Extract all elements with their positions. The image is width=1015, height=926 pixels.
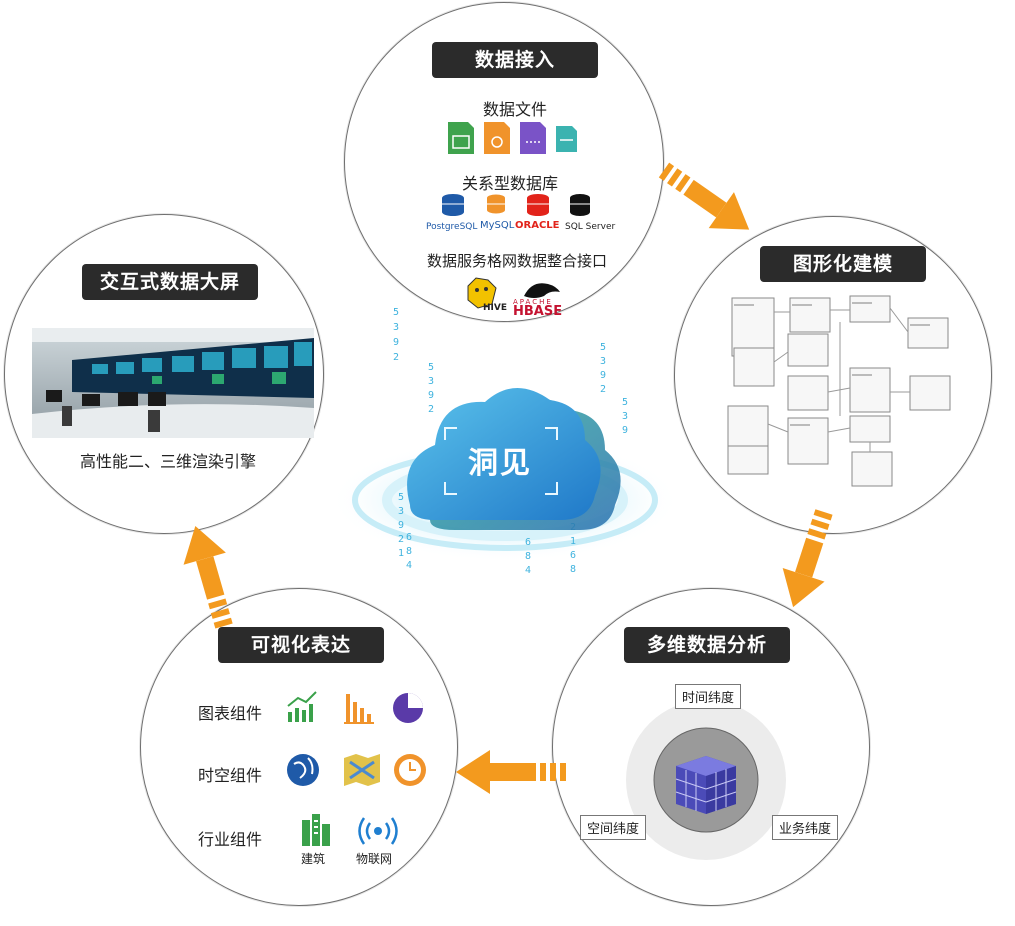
svg-text:8: 8 (406, 546, 412, 557)
spatial-components-label: 时空组件 (198, 766, 263, 785)
svg-text:5: 5 (428, 362, 434, 373)
time-dimension-label: 时间纬度 (675, 684, 742, 709)
data-cube-icon (675, 756, 737, 814)
svg-text:6: 6 (406, 532, 412, 543)
postgresql-db-icon (442, 194, 464, 216)
svg-text:1: 1 (570, 536, 576, 547)
svg-text:6: 6 (525, 537, 531, 548)
mysql-db-icon (487, 194, 505, 214)
building-icon (302, 814, 330, 846)
cube-diagram (626, 700, 786, 860)
iot-signal-icon (358, 817, 398, 845)
svg-text:9: 9 (428, 390, 434, 401)
relational-db-label: 关系型数据库 (461, 174, 558, 193)
chart-file-icon (484, 122, 510, 154)
sqlserver-db-icon (570, 194, 590, 216)
hbase-orca-icon (524, 283, 560, 298)
document-file-icon (520, 122, 546, 154)
svg-text:4: 4 (525, 565, 531, 576)
chart-components-label: 图表组件 (198, 704, 263, 723)
svg-text:5: 5 (622, 397, 628, 408)
spatial-component-icons (287, 754, 426, 786)
svg-text:9: 9 (393, 337, 399, 348)
multidim-title: 多维数据分析 (624, 627, 790, 663)
business-dimension-label: 业务纬度 (772, 815, 839, 840)
file-icons (448, 122, 577, 154)
space-dimension-label: 空间纬度 (580, 815, 647, 840)
svg-text:5: 5 (393, 307, 399, 318)
data-files-label: 数据文件 (482, 100, 547, 119)
screen-caption: 高性能二、三维渲染引擎 (79, 452, 256, 471)
center-label: 洞见 (468, 446, 532, 481)
arrow-multidim-to-visual (456, 750, 566, 794)
svg-text:2: 2 (393, 352, 399, 363)
oracle-db-icon (527, 194, 549, 216)
svg-text:5: 5 (398, 492, 404, 503)
hbase-label: HBASE (513, 304, 563, 319)
svg-text:3: 3 (428, 376, 434, 387)
table-file-icon (556, 126, 577, 152)
arrow-ingest-to-modeling (658, 162, 750, 230)
arrow-visual-to-screen (183, 526, 233, 629)
svg-text:4: 4 (406, 560, 412, 571)
visual-title: 可视化表达 (218, 627, 384, 663)
svg-text:3: 3 (600, 356, 606, 367)
svg-text:8: 8 (570, 564, 576, 575)
hive-logo-icon (467, 277, 497, 309)
spreadsheet-file-icon (448, 122, 474, 154)
svg-text:6: 6 (570, 550, 576, 561)
svg-text:3: 3 (622, 411, 628, 422)
clock-icon (394, 754, 426, 786)
svg-text:2: 2 (398, 534, 404, 545)
chart-component-icons (287, 691, 423, 724)
screen-title: 交互式数据大屏 (82, 264, 258, 300)
globe-icon (287, 754, 319, 786)
svg-text:3: 3 (398, 506, 404, 517)
oracle-label: ORACLE (515, 220, 560, 231)
iot-label: 物联网 (356, 852, 393, 866)
svg-text:9: 9 (600, 370, 606, 381)
mysql-label: MySQL (480, 220, 515, 231)
building-label: 建筑 (301, 852, 326, 866)
graph-modeling-title: 图形化建模 (760, 246, 926, 282)
hive-label: HIVE (483, 303, 507, 313)
svg-text:1: 1 (398, 548, 404, 559)
sqlserver-label: SQL Server (565, 222, 616, 232)
svg-text:5: 5 (600, 342, 606, 353)
svg-text:9: 9 (622, 425, 628, 436)
svg-text:2: 2 (600, 384, 606, 395)
pie-chart-icon (393, 693, 423, 723)
database-icons (442, 194, 590, 216)
svg-text:8: 8 (525, 551, 531, 562)
control-room-photo (32, 328, 314, 438)
service-label: 数据服务格网数据整合接口 (426, 252, 607, 270)
er-diagram (727, 295, 951, 487)
svg-text:9: 9 (398, 520, 404, 531)
apache-label: APACHE (513, 298, 553, 306)
postgresql-label: PostgreSQL (426, 222, 478, 232)
svg-text:3: 3 (393, 322, 399, 333)
trend-chart-icon (287, 691, 317, 722)
svg-text:2: 2 (428, 404, 434, 415)
data-ingest-title: 数据接入 (432, 42, 598, 78)
industry-components-label: 行业组件 (198, 830, 263, 849)
bar-chart-icon (344, 694, 374, 724)
arrow-modeling-to-multidim (782, 509, 833, 608)
folded-map-icon (344, 754, 380, 786)
